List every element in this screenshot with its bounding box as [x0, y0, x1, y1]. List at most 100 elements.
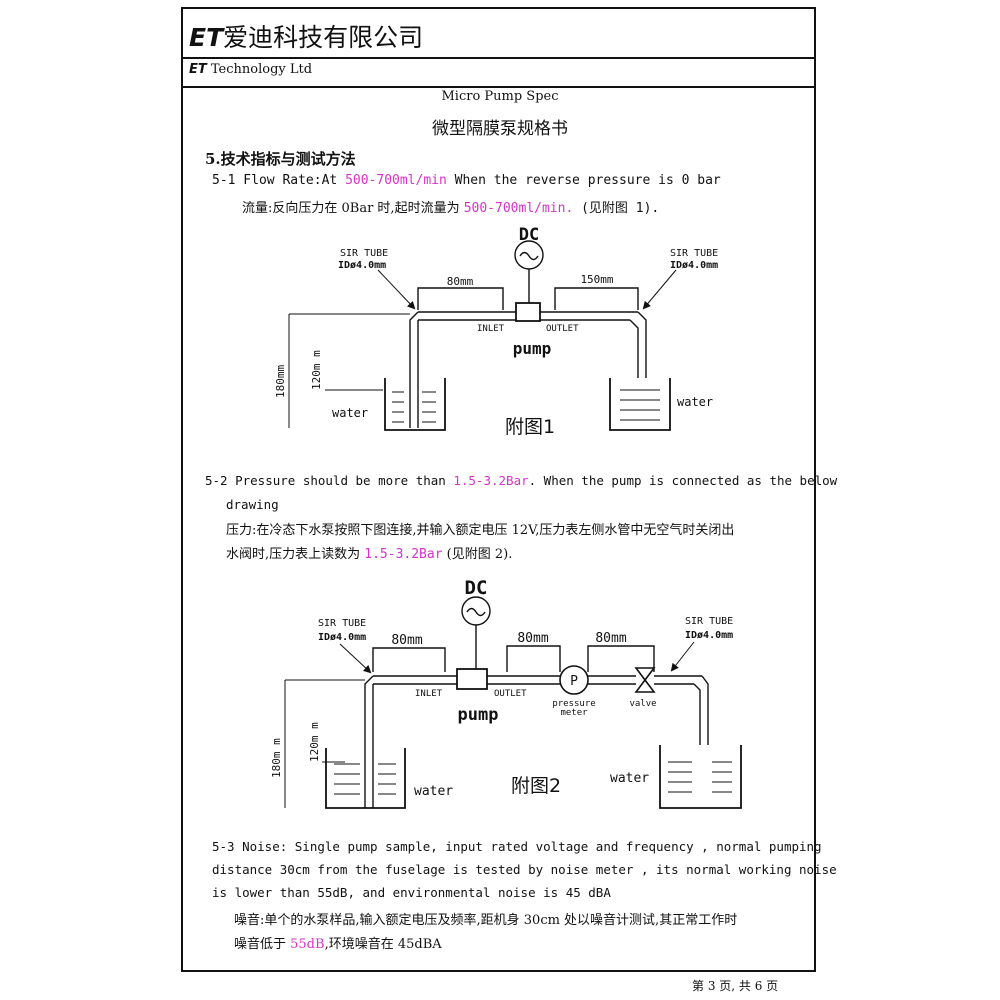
fig2-inlet-pipe	[373, 675, 457, 685]
fig1-outlet-label: OUTLET	[546, 324, 579, 334]
s53-cn-line-2: 噪音低于 55dB,环境噪音在 45dBA	[234, 933, 442, 952]
s51-en-line: 5-1 Flow Rate:At 500-700ml/min When the …	[212, 173, 721, 188]
fig2-dim-3: 80mm	[595, 631, 626, 646]
s52-en-line-2: drawing	[226, 497, 279, 512]
fig2-tube-right-l2: IDø4.0mm	[685, 630, 733, 641]
header-divider-1	[183, 57, 814, 59]
fig2-height-180: 180m m	[270, 738, 283, 778]
company-name-cn: 爱迪科技有限公司	[223, 23, 424, 52]
fig1-tube-right-l1: SIR TUBE	[670, 248, 718, 259]
fig1-dim-box-inlet	[417, 287, 504, 310]
s52-en-text-a: 5-2 Pressure should be more than	[205, 473, 454, 488]
s51-en-text-a: 5-1 Flow Rate:At	[212, 173, 346, 188]
fig1-pump-block	[515, 302, 541, 322]
fig2-left-down-pipe	[364, 675, 374, 808]
s52-cn-line-2: 水阀时,压力表上读数为 1.5-3.2Bar (见附图 2).	[226, 543, 512, 562]
s53-cn-line-1: 噪音:单个的水泵样品,输入额定电压及频率,距机身 30cm 处以噪音计测试,其正…	[234, 913, 738, 928]
fig2-pump-label: pump	[458, 705, 499, 725]
s51-cn-line: 流量:反向压力在 0Bar 时,起时流量为 500-700ml/min. (见附…	[242, 197, 659, 216]
figure-1	[288, 240, 677, 431]
fig2-right-down-pipe	[693, 675, 709, 745]
s51-cn-text-b: (见附图 1).	[573, 201, 660, 216]
fig1-water-left: water	[332, 406, 368, 420]
company-logo: ET	[189, 23, 224, 52]
fig2-dim-box-3	[587, 645, 655, 672]
header-divider-2	[183, 86, 814, 88]
fig1-water-right: water	[677, 395, 713, 409]
fig2-dim-box-2	[506, 645, 561, 672]
s52-cn-text-a: 水阀时,压力表上读数为	[226, 547, 365, 562]
s52-en-pressure-value: 1.5-3.2Bar	[453, 473, 529, 488]
fig2-outlet-pipe	[487, 675, 560, 685]
s53-en-line-2: distance 30cm from the fuselage is teste…	[212, 862, 837, 877]
fig1-dim-outlet: 150mm	[580, 273, 613, 286]
fig2-dc-label: DC	[465, 577, 488, 599]
s53-cn-noise-value: 55dB	[290, 937, 325, 952]
fig2-ac-wave-icon	[466, 607, 486, 617]
fig1-caption: 附图1	[505, 416, 555, 438]
fig2-water-left: water	[414, 784, 453, 799]
fig2-dim-1: 80mm	[391, 633, 422, 648]
fig1-dim-inlet: 80mm	[447, 275, 474, 288]
s52-cn-text-b: (见附图 2).	[442, 547, 513, 562]
fig2-height-120: 120m m	[308, 722, 321, 762]
s51-cn-text-a: 流量:反向压力在 0Bar 时,起时流量为	[242, 201, 464, 216]
fig2-pump-block	[456, 668, 488, 690]
s51-en-flow-value: 500-700ml/min	[345, 173, 447, 188]
fig2-pressure-symbol: P	[570, 674, 578, 689]
s53-cn-text-a: 噪音低于	[234, 937, 291, 952]
fig2-pressure-label-2: meter	[560, 708, 588, 718]
s53-cn-text-b: ,环境噪音在 45dBA	[324, 937, 442, 952]
fig1-left-container	[384, 378, 446, 431]
fig1-right-down-pipe	[629, 311, 647, 378]
fig1-pump-label: pump	[513, 339, 552, 358]
fig2-dim-2: 80mm	[517, 631, 548, 646]
fig2-tube-right-l1: SIR TUBE	[685, 616, 733, 627]
fig1-inlet-label: INLET	[477, 324, 505, 334]
fig2-dim-box-1	[372, 647, 446, 672]
fig1-tube-left-l1: SIR TUBE	[340, 248, 388, 259]
fig2-pressure-meter-icon	[559, 665, 589, 695]
s51-cn-flow-value: 500-700ml/min.	[463, 201, 574, 216]
fig2-valve-label: valve	[629, 699, 656, 709]
s52-cn-line-1: 压力:在冷态下水泵按照下图连接,并输入额定电压 12V,压力表左侧水管中无空气时…	[226, 523, 735, 538]
fig2-pressure-label-1: pressure	[552, 699, 595, 709]
fig1-left-down-pipe	[409, 311, 419, 428]
fig2-tube-left-l1: SIR TUBE	[318, 618, 366, 629]
fig2-valve-icon	[634, 667, 656, 693]
fig1-right-container	[609, 378, 671, 431]
fig1-inlet-pipe	[418, 311, 516, 321]
fig2-outlet-label: OUTLET	[494, 689, 527, 699]
s52-en-line: 5-2 Pressure should be more than 1.5-3.2…	[205, 473, 837, 488]
figure-2-labels: DC SIR TUBE IDø4.0mm SIR TUBE IDø4.0mm 8…	[270, 577, 733, 799]
s53-en-line-3: is lower than 55dB, and environmental no…	[212, 885, 611, 900]
fig1-outlet-pipe	[540, 311, 638, 321]
fig2-right-container	[659, 745, 742, 809]
doc-title-cn: 微型隔膜泵规格书	[432, 119, 568, 139]
figure-1-labels: DC SIR TUBE IDø4.0mm SIR TUBE IDø4.0mm 8…	[274, 225, 718, 438]
page-frame	[181, 7, 816, 972]
fig2-inlet-label: INLET	[415, 689, 443, 699]
page-number: 第 3 页, 共 6 页	[692, 979, 779, 993]
s53-en-line-1: 5-3 Noise: Single pump sample, input rat…	[212, 839, 822, 854]
fig1-dim-box-outlet	[554, 287, 639, 310]
section-heading: 5.技术指标与测试方法	[205, 150, 356, 168]
fig1-dc-label: DC	[519, 225, 539, 245]
fig1-tube-right-l2: IDø4.0mm	[670, 260, 718, 271]
fig1-tube-left-l2: IDø4.0mm	[338, 260, 386, 271]
doc-title-en: Micro Pump Spec	[441, 89, 559, 104]
fig1-height-120: 120m m	[310, 350, 323, 390]
company-header-en: ET Technology Ltd	[189, 62, 312, 77]
fig2-tube-left-l2: IDø4.0mm	[318, 632, 366, 643]
fig2-water-right: water	[610, 771, 649, 786]
fig2-end-pipe	[654, 675, 702, 685]
fig1-ac-wave-icon	[519, 251, 539, 261]
figure-2	[284, 596, 742, 809]
fig1-height-180: 180mm	[274, 365, 287, 398]
fig2-mid-pipe	[588, 675, 636, 685]
s52-cn-pressure-value: 1.5-3.2Bar	[364, 547, 443, 562]
s52-en-text-b: . When the pump is connected as the belo…	[528, 473, 838, 488]
fig2-left-container	[325, 748, 406, 809]
company-logo-small: ET	[189, 62, 207, 77]
